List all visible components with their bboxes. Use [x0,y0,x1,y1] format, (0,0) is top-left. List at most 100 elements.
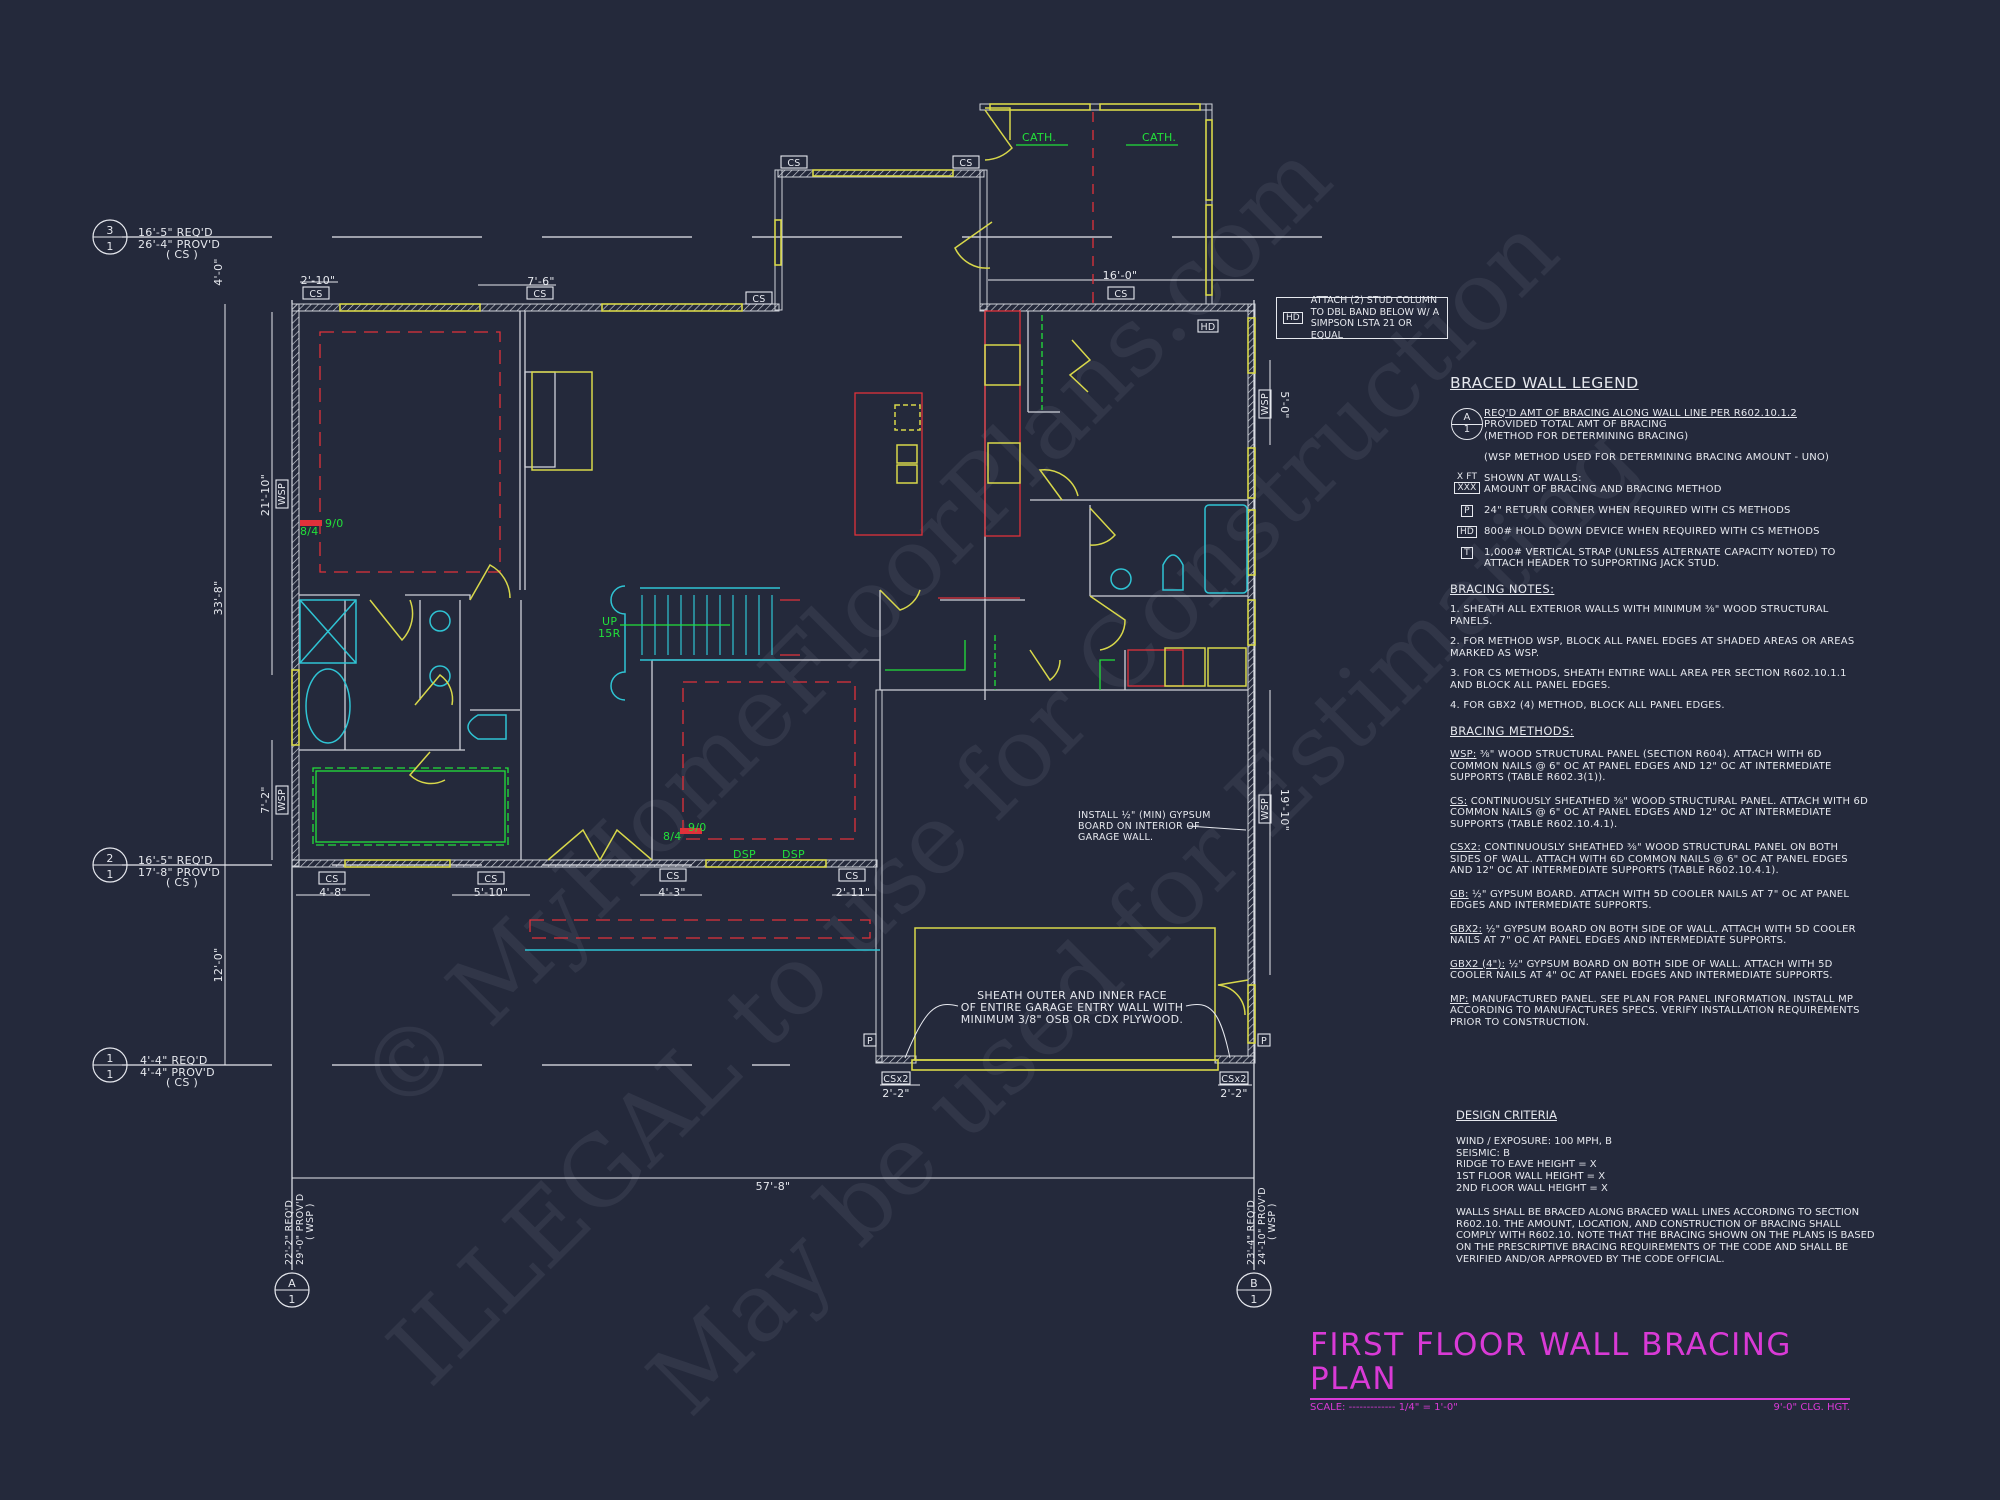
svg-text:5'-0": 5'-0" [1278,391,1291,419]
svg-text:CS: CS [787,158,800,169]
garage-sheath-note: SHEATH OUTER AND INNER FACE OF ENTIRE GA… [904,989,1231,1059]
design-criteria: DESIGN CRITERIA WIND / EXPOSURE: 100 MPH… [1456,1108,1875,1265]
hd-symbol-icon: HD [1456,525,1478,538]
drawing-title-block: FIRST FLOOR WALL BRACING PLAN SCALE: ---… [1310,1328,1850,1413]
svg-text:( WSP ): ( WSP ) [1267,1203,1278,1240]
svg-text:7'-6": 7'-6" [527,275,555,288]
svg-text:ILLEGAL to use for Constructio: ILLEGAL to use for Construction [367,194,1579,1406]
wall-line-bubble-3: 3 1 16'-5" REQ'D 26'-4" PROV'D ( CS ) [92,219,220,261]
svg-text:8/4: 8/4 [300,525,319,538]
svg-text:( CS ): ( CS ) [166,876,198,889]
svg-text:1: 1 [106,1052,113,1065]
legend-item-hold-down: HD 800# HOLD DOWN DEVICE WHEN REQUIRED W… [1450,525,1870,538]
svg-text:9/0: 9/0 [688,821,707,834]
svg-text:9/0: 9/0 [325,517,344,530]
p-symbol-icon: P [1461,504,1473,517]
svg-text:WSP: WSP [1260,393,1271,415]
svg-text:( WSP ): ( WSP ) [305,1203,316,1240]
svg-text:4'-4" PROV'D: 4'-4" PROV'D [140,1066,215,1079]
svg-text:( CS ): ( CS ) [166,1076,198,1089]
ceiling-height: 9'-0" CLG. HGT. [1773,1402,1850,1413]
svg-text:CS: CS [325,874,338,885]
svg-text:1: 1 [106,240,113,253]
dimension-lines [224,279,1271,1179]
svg-text:CS: CS [533,289,546,300]
wall-line-bubble-b: B 1 23'-4" REQ'D 24'-10" PROV'D ( WSP ) [1236,1187,1278,1308]
appliances [531,344,1247,1061]
svg-text:2: 2 [106,852,113,865]
svg-text:15R: 15R [598,627,621,640]
svg-text:23'-4" REQ'D: 23'-4" REQ'D [1246,1200,1257,1265]
svg-text:CSx2: CSx2 [1221,1074,1247,1085]
svg-text:INSTALL ½" (MIN) GYPSUM: INSTALL ½" (MIN) GYPSUM [1078,810,1211,821]
svg-text:HD: HD [1200,322,1215,333]
svg-text:3: 3 [106,224,113,237]
svg-text:5'-10": 5'-10" [474,886,509,899]
svg-text:MINIMUM 3/8" OSB OR CDX PLYWOO: MINIMUM 3/8" OSB OR CDX PLYWOOD. [961,1013,1183,1026]
svg-text:CS: CS [309,289,322,300]
svg-text:7'-2": 7'-2" [259,786,272,814]
dimension-labels: 57'-8" 33'-8" 21'-10" 7'-2" 4'-0" 12'-0"… [212,258,1291,1193]
svg-text:24'-10" PROV'D: 24'-10" PROV'D [1257,1187,1268,1265]
header-marks: 8/4 9/0 8/4 9/0 UP 15R CATH. CATH. DSP D… [300,131,1176,861]
svg-text:17'-8" PROV'D: 17'-8" PROV'D [138,866,220,879]
hd-symbol: HD [1283,312,1303,324]
t-symbol-icon: T [1461,546,1473,559]
svg-text:33'-8": 33'-8" [212,581,225,616]
svg-text:2'-2": 2'-2" [1220,1087,1248,1100]
svg-text:12'-0": 12'-0" [212,948,225,983]
svg-text:16'-5" REQ'D: 16'-5" REQ'D [138,226,213,239]
svg-text:GARAGE WALL.: GARAGE WALL. [1078,832,1153,843]
svg-text:1: 1 [288,1293,295,1306]
svg-text:UP: UP [602,615,617,628]
gypsum-note: INSTALL ½" (MIN) GYPSUM BOARD ON INTERIO… [1078,810,1247,843]
stair [620,595,773,655]
svg-text:2'-10": 2'-10" [301,274,336,287]
svg-text:4'-3": 4'-3" [658,886,686,899]
svg-text:SHEATH OUTER AND INNER FACE: SHEATH OUTER AND INNER FACE [977,989,1167,1002]
svg-text:CS: CS [666,871,679,882]
svg-text:CATH.: CATH. [1022,131,1056,144]
svg-text:CSx2: CSx2 [883,1074,909,1085]
svg-text:BOARD ON INTERIOR OF: BOARD ON INTERIOR OF [1078,821,1200,832]
svg-text:WSP: WSP [1260,798,1271,820]
svg-text:57'-8": 57'-8" [756,1180,791,1193]
svg-text:DSP: DSP [782,848,805,861]
svg-text:A: A [288,1277,296,1290]
windows [291,103,1256,1071]
bracing-methods: BRACING METHODS: WSP: ⅜" WOOD STRUCTURAL… [1450,723,1869,1028]
svg-text:CS: CS [959,158,972,169]
doors [369,107,1249,1016]
exterior-walls [291,103,1256,1064]
legend-item-strap: T 1,000# VERTICAL STRAP (UNLESS ALTERNAT… [1450,546,1870,570]
svg-text:26'-4" PROV'D: 26'-4" PROV'D [138,238,220,251]
svg-text:CATH.: CATH. [1142,131,1176,144]
svg-text:4'-4" REQ'D: 4'-4" REQ'D [140,1054,208,1067]
wall-line-bubble-a: A 1 22'-2" REQ'D 29'-0" PROV'D ( WSP ) [274,1193,316,1308]
svg-text:CS: CS [845,871,858,882]
drawing-scale: SCALE: ------------- 1/4" = 1'-0" [1310,1402,1458,1413]
svg-text:B: B [1250,1277,1258,1290]
svg-text:DSP: DSP [733,848,756,861]
wall-line-bubble-2: 2 1 16'-5" REQ'D 17'-8" PROV'D ( CS ) [92,847,220,889]
svg-text:4'-8": 4'-8" [319,886,347,899]
svg-text:21'-10": 21'-10" [259,474,272,516]
svg-text:4'-0": 4'-0" [212,258,225,286]
svg-text:OF ENTIRE GARAGE ENTRY WALL WI: OF ENTIRE GARAGE ENTRY WALL WITH [961,1001,1184,1014]
svg-text:P: P [867,1036,873,1047]
svg-text:CS: CS [1114,289,1127,300]
green-closet-lines [312,315,1115,846]
svg-text:CS: CS [752,294,765,305]
wall-line-bubble-1: 1 1 4'-4" REQ'D 4'-4" PROV'D ( CS ) [92,1047,215,1089]
svg-text:19'-10": 19'-10" [1278,789,1291,831]
bracing-notes: BRACING NOTES: 1. SHEATH ALL EXTERIOR WA… [1450,581,1855,711]
svg-text:1: 1 [106,1068,113,1081]
legend-title: BRACED WALL LEGEND [1450,374,1639,392]
svg-text:2'-11": 2'-11" [836,886,871,899]
hold-down-callout: HD ATTACH (2) STUD COLUMN TO DBL BAND BE… [1276,295,1448,341]
